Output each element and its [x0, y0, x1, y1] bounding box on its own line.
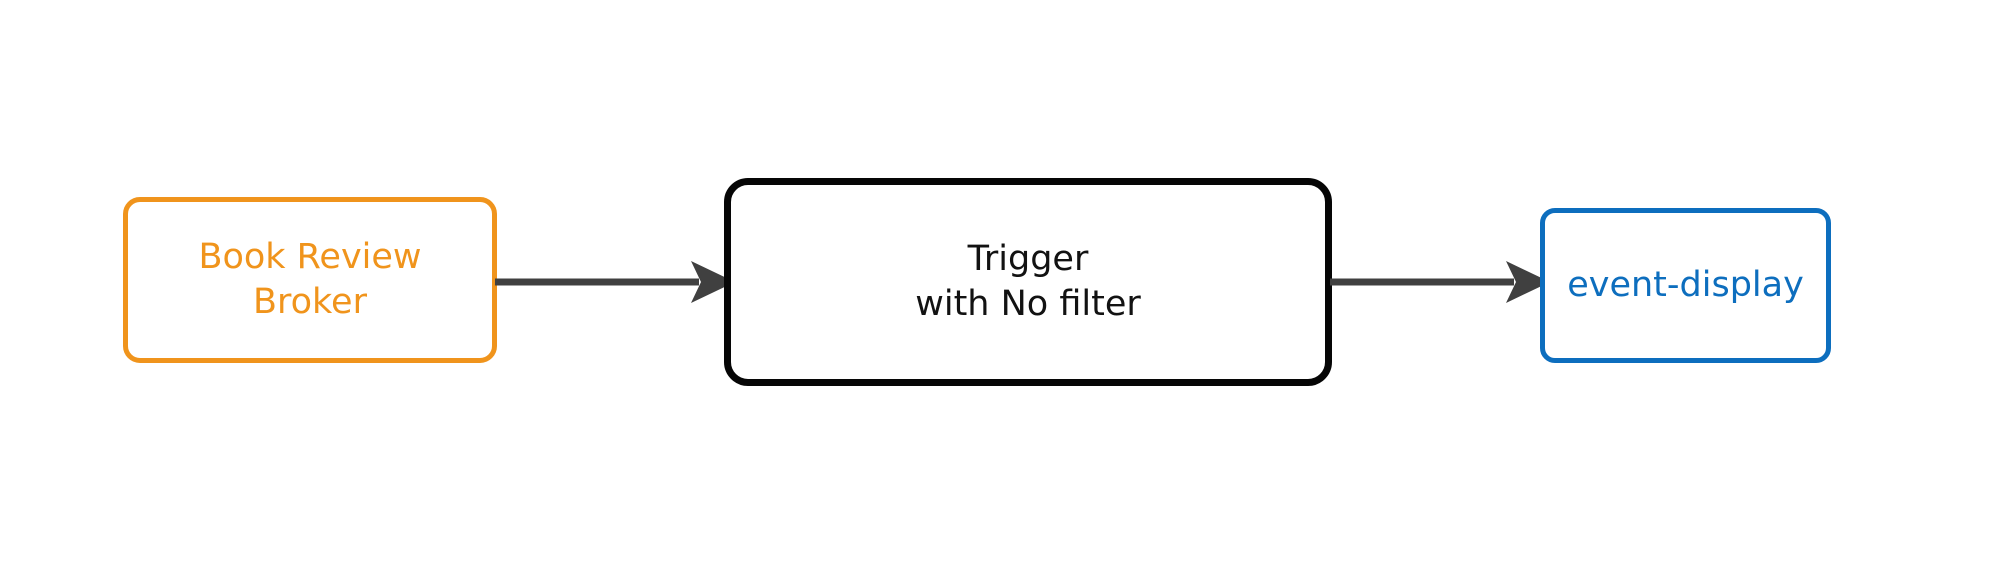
node-book-review-broker-label: Book Review Broker [198, 236, 422, 323]
node-trigger-label: Trigger with No filter [915, 238, 1141, 325]
node-book-review-broker[interactable]: Book Review Broker [123, 197, 497, 363]
node-event-display-label: event-display [1567, 264, 1804, 305]
node-trigger[interactable]: Trigger with No filter [724, 178, 1332, 386]
node-event-display[interactable]: event-display [1540, 208, 1831, 363]
arrowhead-icon [1506, 261, 1550, 303]
arrowhead-icon [691, 261, 735, 303]
edge-broker-to-trigger[interactable] [495, 252, 735, 312]
arrow-line-broker-to-trigger [495, 261, 735, 303]
edge-trigger-to-sink[interactable] [1330, 252, 1550, 312]
arrow-line-trigger-to-sink [1330, 261, 1550, 303]
